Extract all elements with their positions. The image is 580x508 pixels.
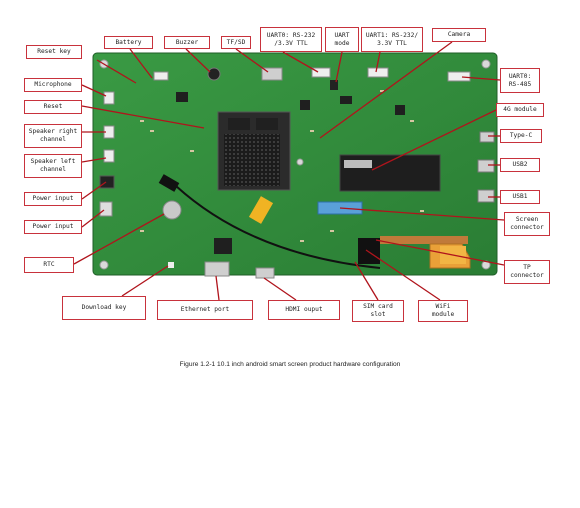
- leader-rtc: [73, 213, 165, 265]
- callout-screen-connector: Screen connector: [504, 212, 550, 236]
- callout-buzzer: Buzzer: [164, 36, 210, 49]
- callout-uart0: UART0: RS-232 /3.3V TTL: [260, 27, 322, 52]
- callout-sim-card-slot: SIM card slot: [352, 300, 404, 322]
- leader-lines: [73, 41, 505, 301]
- callout-speaker-right: Speaker right channel: [24, 124, 82, 148]
- leader-uart1: [375, 51, 381, 73]
- leader-uart0: [282, 51, 319, 73]
- callout-uart0-rs485: UART0: RS-485: [500, 68, 540, 93]
- callout-usb1: USB1: [500, 190, 540, 204]
- leader-4g: [371, 109, 497, 171]
- leader-power-input-1: [81, 181, 107, 200]
- callout-4g-module: 4G module: [496, 103, 544, 117]
- callout-ethernet-port: Ethernet port: [157, 300, 253, 320]
- figure-caption: Figure 1.2-1 10.1 inch android smart scr…: [179, 361, 401, 368]
- callout-power-input-1: Power input: [24, 192, 82, 206]
- callout-tf-sd: TF/SD: [221, 36, 251, 49]
- leader-wifi: [365, 249, 441, 301]
- pcb-board: [92, 52, 498, 279]
- callout-download-key: Download key: [62, 296, 146, 320]
- leader-reset: [81, 105, 205, 129]
- callout-usb2: USB2: [500, 158, 540, 172]
- callout-uart1: UART1: RS-232/ 3.3V TTL: [361, 27, 423, 52]
- callout-tp-connector: TP connector: [504, 260, 550, 284]
- leader-camera: [319, 41, 453, 139]
- leader-tp-connector: [375, 239, 505, 266]
- leader-battery: [129, 48, 153, 79]
- callout-wifi-module: WiFi module: [418, 300, 468, 322]
- leader-download-key: [121, 265, 169, 297]
- callout-battery: Battery: [104, 36, 153, 49]
- callout-uart-mode: UART mode: [325, 27, 359, 52]
- leader-power-input-2: [81, 209, 105, 228]
- leader-hdmi: [263, 277, 297, 301]
- callout-rtc: RTC: [24, 257, 74, 273]
- callout-camera: Camera: [432, 28, 486, 42]
- leader-sim: [354, 261, 379, 301]
- callout-reset: Reset: [24, 100, 82, 114]
- leader-uart-mode: [335, 51, 343, 83]
- leader-reset-key: [96, 59, 137, 84]
- callout-speaker-left: Speaker left channel: [24, 154, 82, 178]
- callout-reset-key: Reset key: [26, 45, 82, 59]
- leader-speaker-left: [81, 157, 107, 163]
- leader-screen-connector: [339, 207, 505, 221]
- callout-type-c: Type-C: [500, 129, 542, 143]
- leader-microphone: [81, 84, 107, 97]
- leader-buzzer: [185, 48, 211, 73]
- callout-microphone: Microphone: [24, 78, 82, 92]
- callout-hdmi-output: HDMI ouput: [268, 300, 340, 320]
- leader-uart0-rs485: [461, 76, 501, 81]
- callout-power-input-2: Power input: [24, 220, 82, 234]
- leader-ethernet: [215, 275, 220, 301]
- leader-tf-sd: [235, 48, 269, 73]
